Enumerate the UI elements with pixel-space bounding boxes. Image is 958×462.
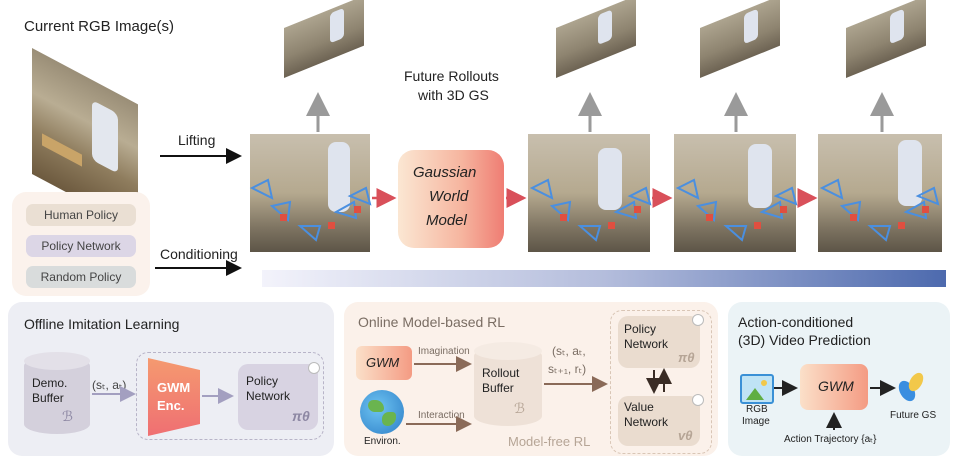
current-rgb-title: Current RGB Image(s) <box>24 18 175 35</box>
rgb-label-line2: Image <box>742 416 770 427</box>
random-policy-option[interactable]: Random Policy <box>26 266 136 288</box>
gwm-label-line3: Model <box>426 212 467 229</box>
scene-frame-future-2 <box>674 134 796 252</box>
transition-tuple-line2: sₜ₊₁, rₜ) <box>548 362 587 376</box>
offline-dashed-frame <box>136 352 324 440</box>
demo-buffer-line1: Demo. <box>32 376 68 390</box>
scene-frame-future-1 <box>528 134 650 252</box>
future-rollouts-line2: with 3D GS <box>418 87 489 103</box>
conditioning-label: Conditioning <box>160 246 238 262</box>
online-title: Online Model-based RL <box>358 314 506 330</box>
policy-selection-panel: Human Policy Policy Network Random Polic… <box>12 192 150 296</box>
future-rollouts-line1: Future Rollouts <box>404 68 499 84</box>
rgb-image-icon <box>740 374 774 404</box>
scene-frame-future-3 <box>818 134 942 252</box>
transition-tuple-line1: (sₜ, aₜ, <box>552 344 586 358</box>
rollout-buffer-symbol: ℬ <box>514 400 526 416</box>
gaussian-world-model-box <box>398 150 504 248</box>
online-policy-knob-icon <box>692 314 704 326</box>
human-policy-option[interactable]: Human Policy <box>26 204 136 226</box>
rgb-label-line1: RGB <box>746 404 768 415</box>
model-free-dashed-frame <box>610 310 712 454</box>
demo-buffer-line2: Buffer <box>32 391 64 405</box>
rollout-buffer-line2: Buffer <box>482 381 514 395</box>
time-gradient-bar <box>262 270 946 287</box>
environ-label: Environ. <box>364 436 401 447</box>
online-policy-network <box>618 316 700 368</box>
offline-title: Offline Imitation Learning <box>24 316 180 332</box>
offline-policy-network <box>238 364 318 430</box>
online-policy-line1: Policy <box>624 322 657 336</box>
imagination-label: Imagination <box>418 346 470 357</box>
value-symbol: vθ <box>678 428 693 443</box>
value-line2: Network <box>624 415 669 429</box>
earth-icon <box>360 390 404 434</box>
video-title-line2: (3D) Video Prediction <box>738 332 871 348</box>
demo-buffer-symbol: ℬ <box>62 408 74 424</box>
offline-policy-knob-icon <box>308 362 320 374</box>
online-policy-symbol: πθ <box>678 350 695 365</box>
value-line1: Value <box>624 400 654 414</box>
model-free-label: Model-free RL <box>508 434 591 449</box>
offline-policy-line2: Network <box>246 389 291 403</box>
online-policy-line2: Network <box>624 337 669 351</box>
future-gs-label: Future GS <box>890 410 937 421</box>
video-gwm-box <box>800 364 868 410</box>
video-title-line1: Action-conditioned <box>738 314 854 330</box>
interaction-label: Interaction <box>418 410 465 421</box>
encoder-line2: Enc. <box>157 398 185 413</box>
gwm-label-line1: Gaussian <box>413 164 477 181</box>
offline-state-action: (sₜ, aₜ) <box>92 378 127 392</box>
offline-policy-symbol: πθ <box>292 408 310 424</box>
value-knob-icon <box>692 394 704 406</box>
online-gwm-box <box>356 346 412 380</box>
offline-policy-line1: Policy <box>246 374 279 388</box>
gwm-label-line2: World <box>429 188 469 205</box>
lifting-label: Lifting <box>178 132 216 148</box>
video-gwm-label: GWM <box>818 378 854 394</box>
action-trajectory-label: Action Trajectory {aₜ} <box>784 434 877 445</box>
encoder-line1: GWM <box>157 380 191 395</box>
policy-network-option[interactable]: Policy Network <box>26 235 136 257</box>
online-gwm-label: GWM <box>366 355 400 370</box>
rollout-buffer-line1: Rollout <box>482 366 520 380</box>
value-network <box>618 396 700 446</box>
